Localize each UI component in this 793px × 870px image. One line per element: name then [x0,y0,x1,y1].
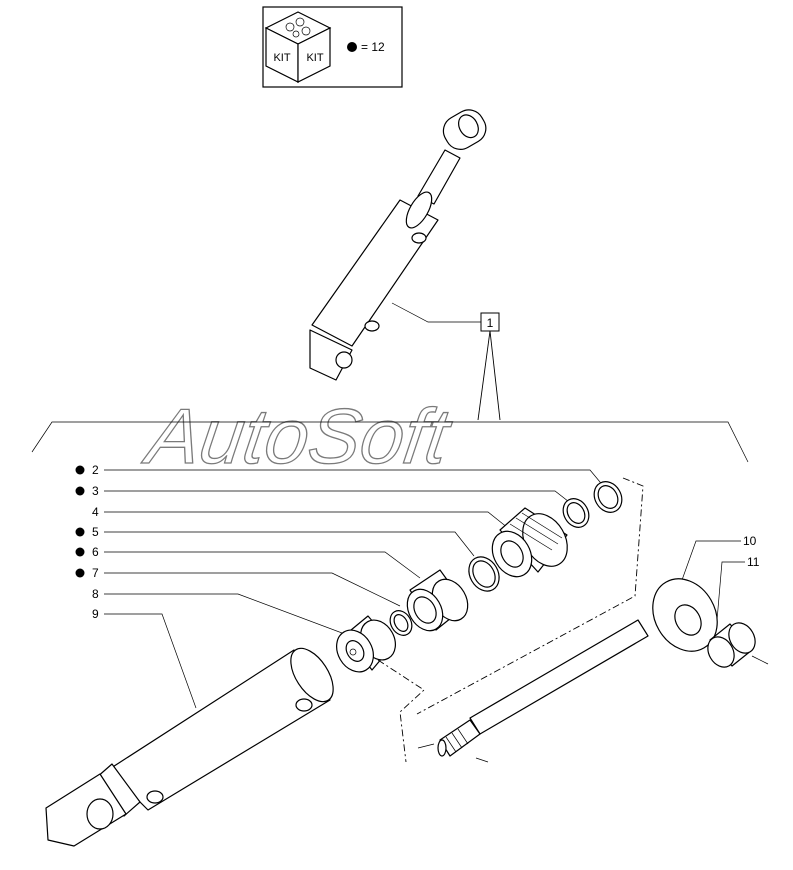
kit-bullet-5 [75,527,85,537]
callout-7: 7 [92,566,99,580]
part-5-ring [468,556,500,592]
callout-6: 6 [92,545,99,559]
kit-bullet-7 [75,568,85,578]
kit-label-right: KIT [306,52,323,64]
exploded-parts [45,477,769,847]
part-2-ring [593,481,623,513]
part-10-rod [417,578,718,763]
kit-bullet-2 [75,465,85,475]
assembly-label: 1 [487,316,494,330]
kit-bullet-3 [75,486,85,496]
kit-legend-text: = 12 [361,40,385,54]
assembled-cylinder: 1 [309,109,501,421]
kit-box-icon: KIT KIT [264,11,332,83]
callout-5: 5 [92,525,99,539]
kit-label-left: KIT [273,52,290,64]
kit-legend: KIT KIT = 12 [262,6,403,88]
explosion-bracket [31,421,749,463]
callout-8: 8 [92,587,99,601]
part-11-bush [707,622,769,668]
part-8-piston [336,615,396,673]
part-9-barrel [45,647,334,847]
callout-9: 9 [92,607,99,621]
kit-bullet-icon [347,42,357,52]
callout-3: 3 [92,484,99,498]
callout-4: 4 [92,505,99,519]
part-7-ring [389,610,413,636]
kit-bullet-6 [75,547,85,557]
callout-11: 11 [747,555,760,569]
watermark-text: AutoSoft [139,392,458,480]
callout-10: 10 [743,534,757,548]
part-3-ring [562,498,590,528]
callout-2: 2 [92,463,99,477]
part-6-bushing [406,569,469,632]
part-4-guide-head [491,507,568,578]
callout-list: 2 3 4 5 6 7 8 9 10 11 [75,463,760,709]
